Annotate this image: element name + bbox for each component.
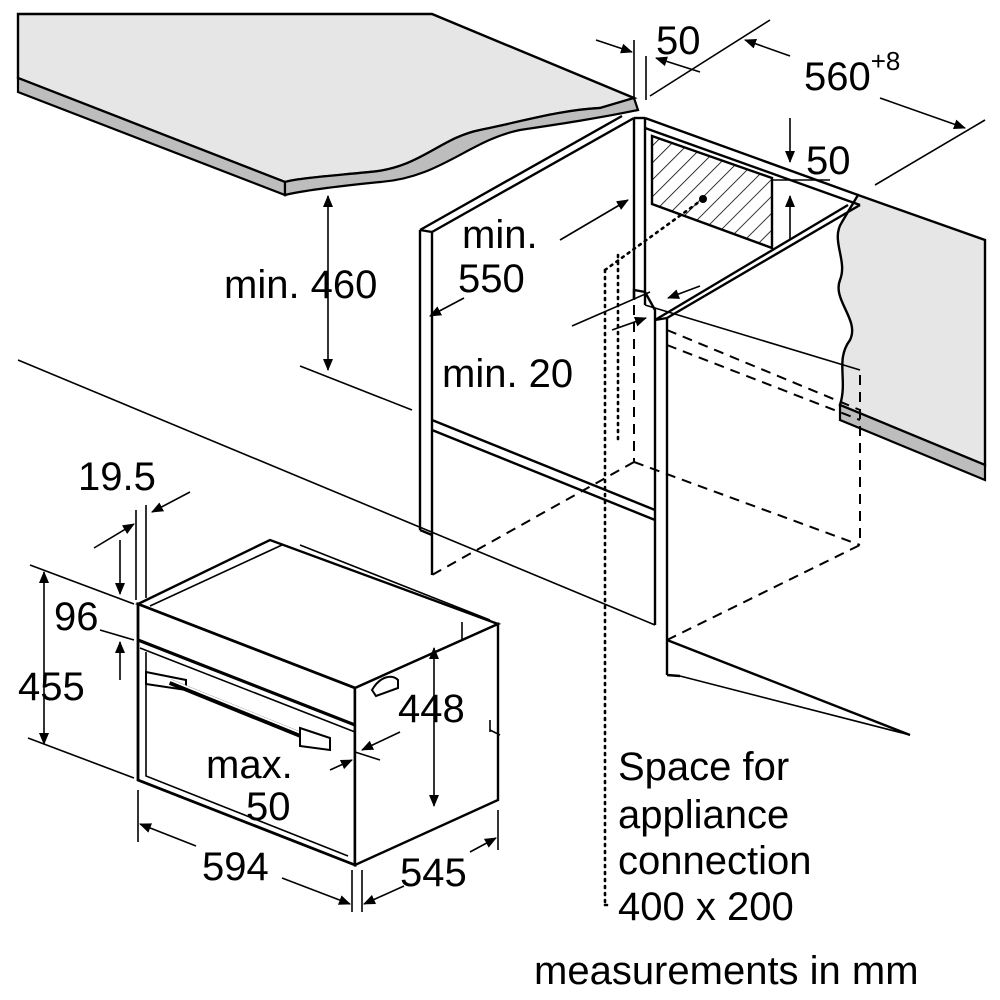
total-height-label: 455 [18, 665, 85, 709]
connection-note-line4: 400 x 200 [618, 885, 794, 929]
worktop-right [836, 193, 987, 482]
connection-note-line1: Space for [618, 745, 789, 789]
cabinet-frame [17, 114, 911, 737]
oven-appliance [134, 538, 502, 868]
depth-label: 545 [400, 851, 467, 895]
cabinet-depth-min-label: min. [462, 213, 538, 257]
width-label: 594 [202, 845, 269, 889]
cabinet-depth-value-label: 550 [458, 257, 525, 301]
cabinet-height-label: min. 460 [224, 263, 377, 307]
connection-space [603, 197, 705, 907]
units-note: measurements in mm [534, 949, 919, 993]
hidden-edges [431, 305, 861, 641]
niche-depth-tolerance: +8 [871, 46, 901, 76]
vent-offset-label: 50 [806, 139, 851, 183]
front-offset-label: 19.5 [78, 455, 156, 499]
top-height-label: 96 [54, 595, 99, 639]
worktop-left [16, 12, 640, 197]
niche-width-label: 50 [656, 19, 701, 63]
dimension-lines [27, 19, 986, 912]
connection-note-line3: connection [618, 839, 811, 883]
handle-max-value: 50 [246, 785, 291, 829]
shelf-gap-label: min. 20 [442, 352, 573, 396]
handle-max-label: max. [206, 743, 293, 787]
niche-depth-label: 560+8 [804, 46, 900, 99]
body-height-label: 448 [398, 687, 465, 731]
niche-depth-value: 560 [804, 55, 871, 99]
connection-note-line2: appliance [618, 793, 789, 837]
